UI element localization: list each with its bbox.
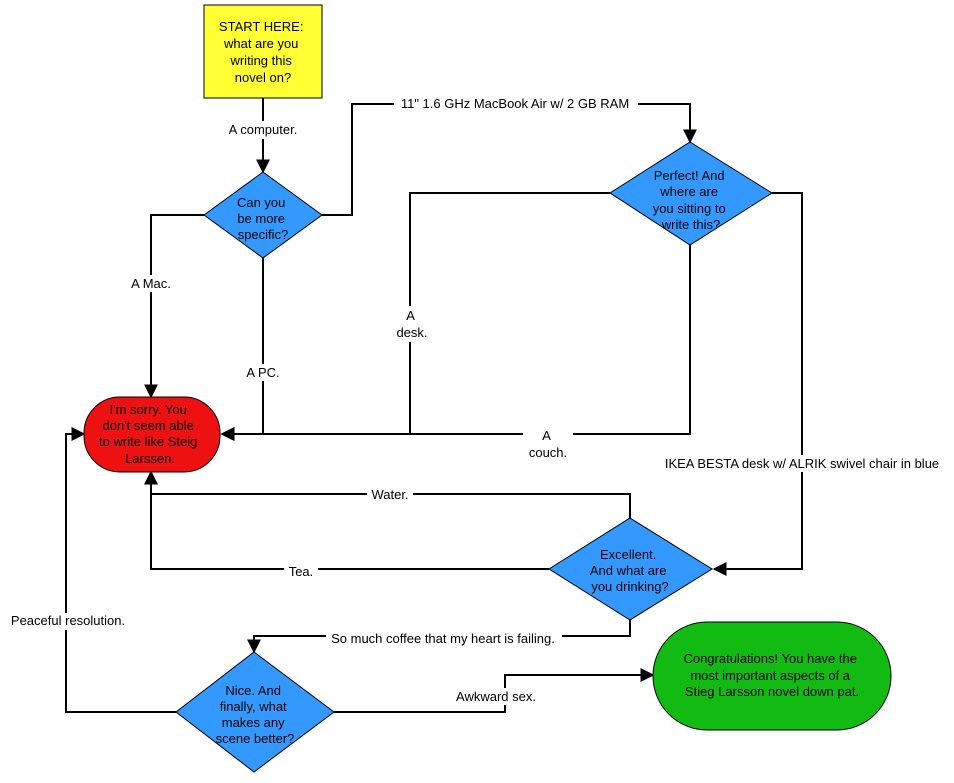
edge-pc [220, 258, 264, 441]
edge-label-macbook: 11" 1.6 GHz MacBook Air w/ 2 GB RAM [394, 96, 638, 113]
decision-sitting: Perfect! And where are you sitting to wr… [609, 141, 773, 246]
start-box [203, 4, 323, 99]
decision-sitting-diamond [609, 141, 773, 246]
edge-label-water: Water. [367, 487, 413, 503]
edge-label-mac: A Mac. [127, 275, 175, 292]
svg-text:A computer.: A computer. [229, 122, 298, 137]
edge-label-desk: A desk. [393, 306, 431, 342]
decision-drinking: Excellent. And what are you drinking? [548, 517, 713, 621]
start-node: START HERE: what are you writing this no… [203, 4, 323, 99]
svg-text:Awkward sex.: Awkward sex. [456, 689, 536, 704]
edge-mac [144, 214, 204, 399]
svg-text:Tea.: Tea. [289, 564, 314, 579]
edge-label-peaceful: Peaceful resolution. [6, 613, 130, 630]
edge-label-coffee: So much coffee that my heart is failing. [326, 630, 562, 647]
edge-tea [144, 470, 549, 570]
edge-label-computer: A computer. [224, 121, 302, 139]
edge-label-ikea: IKEA BESTA desk w/ ALRIK swivel chair in… [658, 455, 948, 472]
svg-text:Perfect! And where are: Perfect! And where are you sitting to wr… [653, 168, 730, 232]
edge-label-tea: Tea. [284, 563, 318, 579]
svg-text:A Mac.: A Mac. [131, 276, 171, 291]
svg-text:Congratulations! You have the: Congratulations! You have the most impor… [683, 651, 860, 699]
svg-text:A PC.: A PC. [246, 365, 279, 380]
edge-ikea [712, 192, 803, 576]
svg-text:Nice. And finally, wh: Nice. And finally, what makes any scene … [216, 683, 295, 746]
edge-label-awkward: Awkward sex. [452, 688, 540, 705]
decision-drinking-diamond [548, 517, 713, 621]
svg-text:11" 1.6 GHz MacBook Air w/ 2 G: 11" 1.6 GHz MacBook Air w/ 2 GB RAM [401, 96, 629, 111]
congrats-terminal-box [652, 621, 892, 731]
svg-text:START HERE: what are y: START HERE: what are you writing this no… [219, 19, 307, 85]
edge-label-couch: A couch. [523, 427, 573, 461]
svg-text:Peaceful resolution.: Peaceful resolution. [11, 613, 125, 628]
svg-text:So much coffee that my heart i: So much coffee that my heart is failing. [331, 631, 555, 646]
sorry-terminal-box [83, 396, 221, 473]
edge-peaceful [65, 427, 176, 713]
edge-macbook [322, 103, 697, 216]
decision-scene-diamond [175, 651, 335, 773]
svg-text:I'm sorry. You don't: I'm sorry. You don't seem able to write … [99, 402, 201, 466]
edge-label-pc: A PC. [241, 364, 285, 381]
svg-text:Excellent. And what ar: Excellent. And what are you drinking? [590, 547, 670, 594]
congrats-terminal: Congratulations! You have the most impor… [652, 621, 892, 731]
decision-specific-diamond [203, 171, 323, 259]
svg-text:A desk.: A desk. [396, 308, 427, 340]
svg-text:Can you be more: Can you be more specific? [237, 195, 289, 242]
decision-specific: Can you be more specific? [203, 171, 323, 259]
decision-scene: Nice. And finally, what makes any scene … [175, 651, 335, 773]
svg-text:A couch.: A couch. [529, 428, 567, 460]
svg-text:Water.: Water. [371, 487, 408, 502]
svg-text:IKEA BESTA desk w/ ALRIK swive: IKEA BESTA desk w/ ALRIK swivel chair in… [665, 456, 939, 471]
sorry-terminal: I'm sorry. You don't seem able to write … [83, 396, 221, 473]
edge-couch [220, 245, 691, 441]
